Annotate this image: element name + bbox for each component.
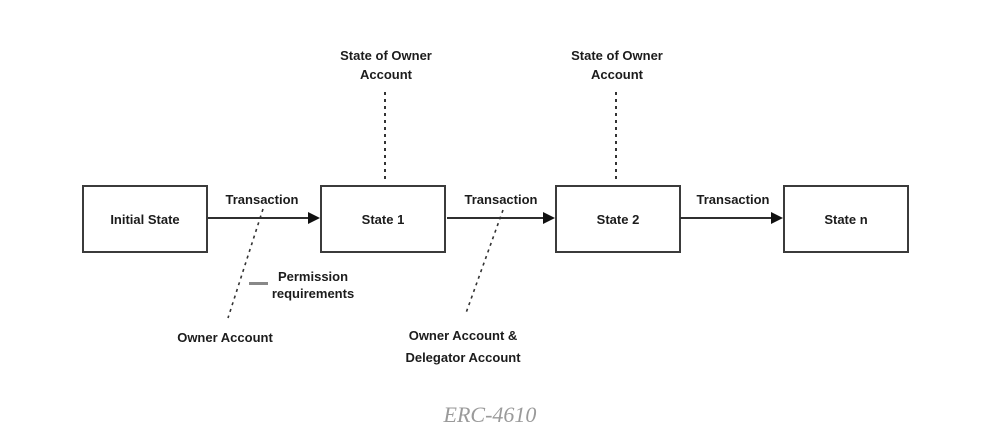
transition-label-1: Transaction <box>225 192 299 207</box>
arrow-line-1 <box>208 217 308 219</box>
annotation-line: State of Owner <box>571 48 663 63</box>
annotation-state-of-owner-account-2: State of Owner Account <box>542 46 692 84</box>
state-box-1: State 1 <box>320 185 446 253</box>
annotation-owner-delegator-account: Owner Account & Delegator Account <box>373 325 553 369</box>
annotation-line: Owner Account <box>177 330 273 345</box>
legend-line: requirements <box>271 286 355 301</box>
state-label: Initial State <box>110 211 180 227</box>
state-label: State 2 <box>596 211 640 227</box>
state-box-initial: Initial State <box>82 185 208 253</box>
annotation-line: Delegator Account <box>405 350 521 365</box>
state-box-n: State n <box>783 185 909 253</box>
annotation-state-of-owner-account-1: State of Owner Account <box>311 46 461 84</box>
annotation-line: State of Owner <box>340 48 432 63</box>
arrow-head-icon <box>308 212 320 224</box>
transition-label-2: Transaction <box>464 192 538 207</box>
annotation-line: Account <box>591 67 643 82</box>
annotation-owner-account: Owner Account <box>155 327 295 349</box>
state-label: State n <box>824 211 868 227</box>
state-label: State 1 <box>361 211 405 227</box>
annotation-line: Owner Account & <box>408 328 518 343</box>
state-box-2: State 2 <box>555 185 681 253</box>
arrow-line-3 <box>680 217 771 219</box>
legend-key-line <box>249 282 268 285</box>
diagram-caption: ERC-4610 <box>443 402 537 427</box>
transition-label-3: Transaction <box>696 192 770 207</box>
dashed-line-transaction2-owner-delegator <box>465 209 504 314</box>
arrow-head-icon <box>771 212 783 224</box>
legend-line: Permission <box>277 269 349 284</box>
legend-permission-requirements: Permission requirements <box>263 268 363 302</box>
arrow-head-icon <box>543 212 555 224</box>
arrow-line-2 <box>447 217 543 219</box>
annotation-line: Account <box>360 67 412 82</box>
dashed-line-transaction1-owner-account <box>227 208 264 319</box>
